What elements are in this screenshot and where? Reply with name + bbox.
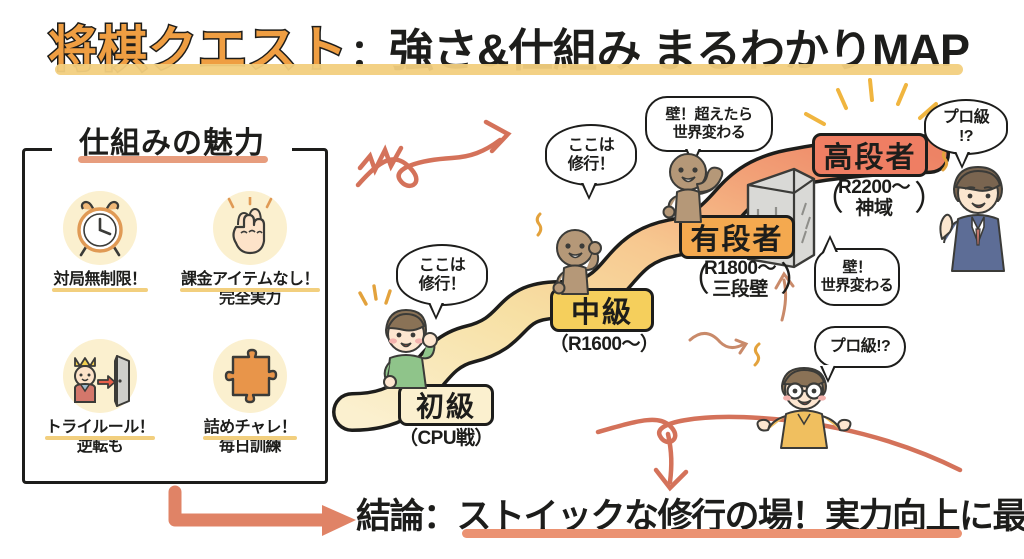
rising-arrow-icon xyxy=(355,119,512,189)
features-panel: 対局無制限！ 課金アイテムなし！ xyxy=(22,148,328,484)
bubble-wall2-line1: 壁！ xyxy=(842,259,872,276)
level-sub-kodan-line2: 神域 xyxy=(855,198,893,220)
speech-bubble-shugyo-2: ここは 修行！ xyxy=(545,124,637,200)
panel-arrow-head-icon xyxy=(322,505,356,536)
level-sub-shokyu: （CPU戦） xyxy=(398,428,494,449)
bubble-wall-line1: 壁！超えたら xyxy=(665,106,753,123)
level-badge-chukyu[interactable]: 中級 xyxy=(550,288,654,332)
bubble-wall-line2: 世界変わる xyxy=(672,124,746,141)
title-underline xyxy=(55,64,963,75)
level-sub-kodan: R2200〜 神域 xyxy=(822,177,926,220)
speech-bubble-wall-bottom: 壁！ 世界変わる xyxy=(814,235,900,306)
sparkle-icon xyxy=(535,212,543,237)
puzzle-piece-icon xyxy=(213,339,287,413)
character-tan-mid xyxy=(547,226,613,301)
bubble-a-line1: ここは xyxy=(418,256,466,274)
paren-right-yudan: ） xyxy=(780,261,814,299)
feature-label: 対局無制限！ xyxy=(52,271,148,292)
panel-title-text: 仕組みの魅力 xyxy=(73,118,271,162)
panel-title: 仕組みの魅力 xyxy=(52,118,292,162)
character-boy-glasses xyxy=(752,358,856,455)
feature-label: 詰めチャレ！ 毎日訓練 xyxy=(202,419,298,457)
level-badge-kodan[interactable]: 高段者 xyxy=(812,133,928,177)
paren-right-kodan: ） xyxy=(914,180,948,218)
character-tan-upper xyxy=(660,150,738,231)
speech-bubble-wall-top: 壁！超えたら 世界変わる xyxy=(645,96,773,166)
bubble-tail-icon xyxy=(954,151,970,169)
level-badge-shokyu[interactable]: 初級 xyxy=(398,384,494,426)
level-sub-chukyu: （R1600〜） xyxy=(549,334,660,355)
king-door-icon xyxy=(63,339,137,413)
burst-lines-icon xyxy=(804,78,938,126)
bubble-pro1-line2: !? xyxy=(958,128,974,145)
feature-label: トライルール！ 逆転も xyxy=(44,419,155,457)
feature-item: トライルール！ 逆転も xyxy=(25,333,175,481)
bubble-tail-icon xyxy=(822,235,838,252)
feature-label-line1: 課金アイテムなし！ xyxy=(180,271,320,292)
fist-icon xyxy=(213,191,287,265)
character-businessman xyxy=(932,155,1024,280)
speech-bubble-shugyo-1: ここは 修行！ xyxy=(396,244,488,320)
alarm-clock-icon xyxy=(63,191,137,265)
character-boy-green xyxy=(368,300,442,397)
paren-left-kodan: （ xyxy=(810,180,844,218)
feature-label-line2: 逆転も xyxy=(76,437,124,455)
level-sub-yudan-line2: 三段壁 xyxy=(712,279,768,301)
panel-title-underline xyxy=(78,156,268,163)
bubble-tail-icon xyxy=(581,182,597,200)
speech-bubble-pro-1: プロ級 !? xyxy=(924,99,1008,169)
conclusion-underline xyxy=(462,529,962,538)
bubble-wall2-line2: 世界変わる xyxy=(820,277,894,294)
feature-item: 課金アイテムなし！ 完全実力 xyxy=(175,185,325,333)
feature-label-line1: 対局無制限！ xyxy=(52,271,148,292)
panel-to-conclusion-arrow xyxy=(168,485,332,527)
feature-item: 対局無制限！ xyxy=(25,185,175,333)
feature-label: 課金アイテムなし！ 完全実力 xyxy=(180,271,320,309)
level-sub-yudan-line1: R1800〜 xyxy=(704,258,777,279)
paren-left-yudan: （ xyxy=(676,261,710,299)
bubble-a-line2: 修行！ xyxy=(418,276,466,293)
level-sub-kodan-line1: R2200〜 xyxy=(838,177,911,198)
level-sub-yudan: R1800〜 三段壁 xyxy=(688,258,792,301)
bubble-b-line1: ここは xyxy=(567,136,615,154)
feature-label-line2: 毎日訓練 xyxy=(218,437,282,455)
speech-bubble-pro-2: プロ級!? xyxy=(814,326,906,368)
bubble-b-line2: 修行！ xyxy=(567,156,615,173)
feature-label-line2: 完全実力 xyxy=(218,289,282,307)
feature-item: 詰めチャレ！ 毎日訓練 xyxy=(175,333,325,481)
bubble-pro1-line1: プロ級 xyxy=(942,108,990,126)
feature-label-line1: 詰めチャレ！ xyxy=(202,419,298,440)
bubble-tail-icon xyxy=(428,302,444,320)
feature-label-line1: トライルール！ xyxy=(44,419,155,440)
